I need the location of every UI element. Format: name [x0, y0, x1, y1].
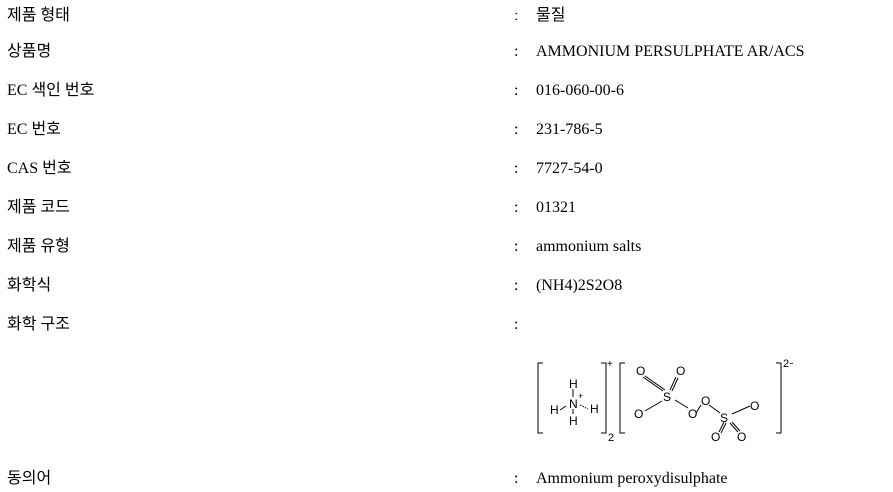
- label-formula: 화학식: [7, 277, 52, 294]
- label-synonyms: 동의어: [7, 470, 52, 487]
- cation-charge-label: +: [607, 359, 613, 370]
- label-ec-index: EC 색인 번호: [7, 82, 95, 99]
- label-ec-number: EC 번호: [7, 121, 61, 138]
- value-product-form: 물질: [536, 7, 566, 24]
- oxygen-label: O: [750, 399, 759, 413]
- colon-separator: :: [514, 277, 519, 294]
- label-product-code: 제품 코드: [7, 199, 70, 216]
- value-product-type: ammonium salts: [536, 238, 642, 255]
- cation-count-subscript: 2: [608, 432, 614, 441]
- sulfur-label: S: [720, 411, 728, 425]
- sulfur-label: S: [663, 390, 671, 404]
- label-cas-number: CAS 번호: [7, 160, 72, 177]
- colon-separator: :: [514, 199, 519, 216]
- info-row-product-type: 제품 유형 : ammonium salts: [0, 236, 893, 260]
- label-product-form: 제품 형태: [7, 7, 70, 24]
- info-row-ec-index: EC 색인 번호 : 016-060-00-6: [0, 80, 893, 104]
- hydrogen-left-label: H: [550, 403, 559, 417]
- value-product-code: 01321: [536, 199, 576, 216]
- colon-separator: :: [514, 470, 519, 487]
- info-row-synonyms: 동의어 : Ammonium peroxydisulphate: [0, 468, 893, 492]
- oxygen-label: O: [676, 364, 685, 378]
- info-row-product-form: 제품 형태 ː 물질: [0, 5, 893, 29]
- colon-separator: :: [514, 238, 519, 255]
- value-synonyms: Ammonium peroxydisulphate: [536, 470, 728, 487]
- anion-charge-label: 2−: [783, 359, 793, 370]
- oxygen-label: O: [701, 394, 710, 408]
- colon-separator: ː: [514, 7, 519, 24]
- value-formula: (NH4)2S2O8: [536, 277, 623, 294]
- label-trade-name: 상품명: [7, 43, 52, 60]
- value-cas-number: 7727-54-0: [536, 160, 603, 177]
- label-product-type: 제품 유형: [7, 238, 70, 255]
- hydrogen-top-label: H: [569, 377, 578, 391]
- value-ec-number: 231-786-5: [536, 121, 603, 138]
- oxygen-label: O: [636, 364, 645, 378]
- oxygen-label: O: [737, 430, 746, 441]
- hydrogen-bottom-label: H: [569, 414, 578, 428]
- colon-separator: :: [514, 316, 519, 333]
- info-row-formula: 화학식 : (NH4)2S2O8: [0, 275, 893, 299]
- label-structure: 화학 구조: [7, 316, 70, 333]
- info-row-trade-name: 상품명 : AMMONIUM PERSULPHATE AR/ACS: [0, 41, 893, 65]
- colon-separator: :: [514, 82, 519, 99]
- info-row-ec-number: EC 번호 : 231-786-5: [0, 119, 893, 143]
- value-ec-index: 016-060-00-6: [536, 82, 624, 99]
- oxygen-label: O: [711, 430, 720, 441]
- oxygen-label: O: [634, 407, 643, 421]
- colon-separator: :: [514, 43, 519, 60]
- colon-separator: :: [514, 121, 519, 138]
- chemical-structure-diagram: H N + H H H + 2 O O S O O O S O O O 2−: [537, 359, 793, 441]
- hydrogen-right-label: H: [590, 402, 599, 416]
- info-row-cas-number: CAS 번호 : 7727-54-0: [0, 158, 893, 182]
- oxygen-label: O: [688, 407, 697, 421]
- info-row-structure: 화학 구조 :: [0, 314, 893, 338]
- value-trade-name: AMMONIUM PERSULPHATE AR/ACS: [536, 43, 805, 60]
- colon-separator: :: [514, 160, 519, 177]
- nitrogen-charge-label: +: [578, 391, 583, 401]
- info-row-product-code: 제품 코드 : 01321: [0, 197, 893, 221]
- nitrogen-label: N: [569, 397, 578, 411]
